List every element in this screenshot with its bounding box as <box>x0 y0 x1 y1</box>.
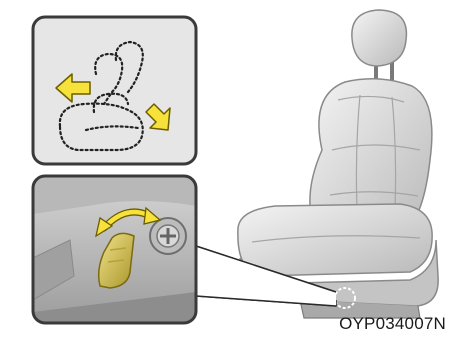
recline-lever-panel <box>33 176 196 323</box>
panel-frame <box>33 17 196 164</box>
seat-movement-panel <box>33 17 196 164</box>
headrest <box>352 10 407 66</box>
figure-code: OYP034007N <box>339 314 446 334</box>
